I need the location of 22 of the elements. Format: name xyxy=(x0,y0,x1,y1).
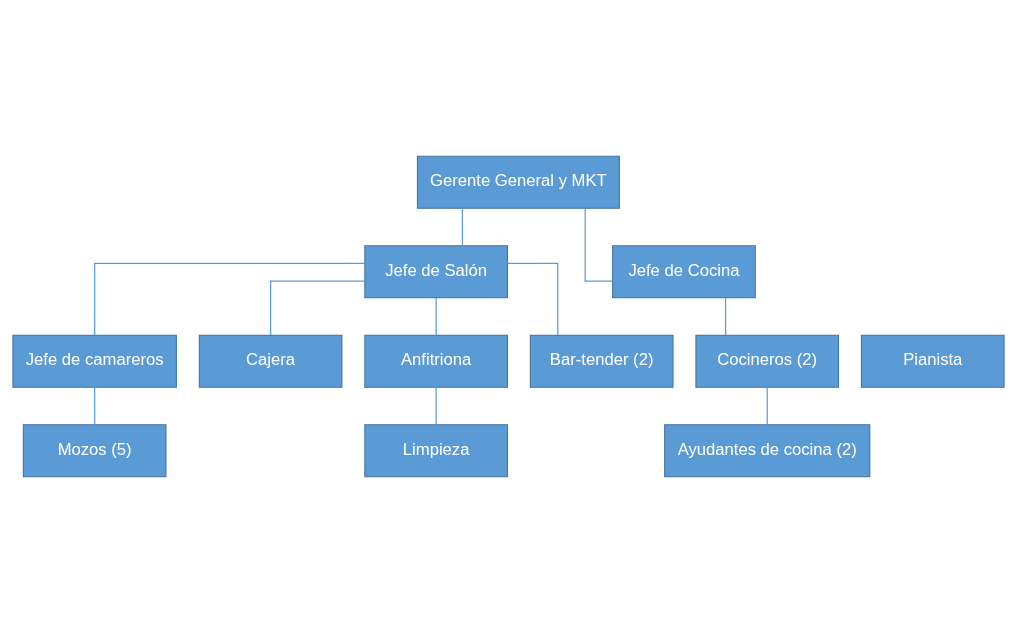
connector xyxy=(724,297,727,336)
connector xyxy=(584,207,614,282)
connector xyxy=(506,262,559,336)
connector xyxy=(766,386,768,425)
node-box: Mozos (5) xyxy=(22,423,167,477)
node-box: Limpieza xyxy=(364,423,508,477)
node-box: Anfitriona xyxy=(364,334,508,388)
node-box: Ayudantes de cocina (2) xyxy=(664,423,871,477)
connector xyxy=(435,386,437,425)
node-box: Cajera xyxy=(198,334,343,388)
node-box: Bar-tender (2) xyxy=(529,334,674,388)
connector xyxy=(435,297,437,336)
node-box: Cocineros (2) xyxy=(695,334,840,388)
connector xyxy=(269,279,366,336)
connector xyxy=(94,262,366,336)
node-box: Jefe de Salón xyxy=(364,244,508,298)
node-box: Jefe de Cocina xyxy=(612,244,756,298)
connector xyxy=(94,386,96,425)
connector xyxy=(461,207,464,246)
node-box: Pianista xyxy=(860,334,1005,388)
node-box: Jefe de camareros xyxy=(12,334,177,388)
node-box: Gerente General y MKT xyxy=(416,155,620,209)
